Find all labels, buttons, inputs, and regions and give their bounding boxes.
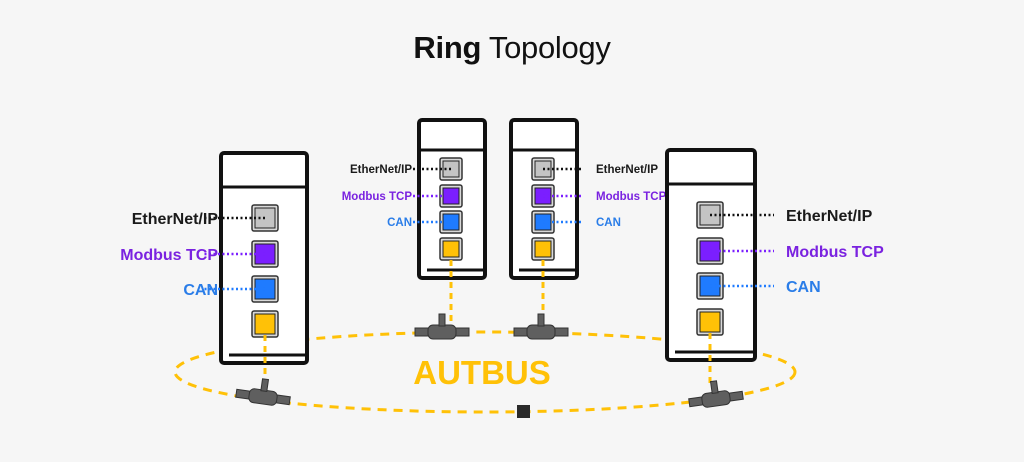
protocol-label: Modbus TCP bbox=[120, 247, 218, 264]
protocol-label: Modbus TCP bbox=[596, 191, 667, 203]
t-connector bbox=[688, 380, 744, 408]
protocol-label: EtherNet/IP bbox=[132, 211, 219, 228]
t-connector bbox=[414, 313, 470, 340]
device-4: EtherNet/IP Modbus TCP CAN bbox=[665, 148, 884, 388]
title-regular: Topology bbox=[488, 30, 611, 65]
t-connector bbox=[235, 378, 291, 406]
autbus-label: AUTBUS bbox=[413, 354, 551, 391]
protocol-label: EtherNet/IP bbox=[350, 164, 412, 176]
title-bold: Ring bbox=[413, 30, 482, 65]
protocol-label: CAN bbox=[786, 279, 821, 296]
device-1: EtherNet/IP Modbus TCP CAN bbox=[120, 151, 309, 388]
protocol-label: CAN bbox=[183, 282, 218, 299]
protocol-label: EtherNet/IP bbox=[786, 208, 873, 225]
protocol-label: EtherNet/IP bbox=[596, 164, 658, 176]
t-connectors bbox=[235, 313, 744, 408]
diagram-title: Ring Topology bbox=[0, 30, 1024, 66]
t-connector bbox=[513, 313, 569, 340]
protocol-label: Modbus TCP bbox=[342, 191, 413, 203]
ring-terminator bbox=[517, 405, 530, 418]
protocol-label: Modbus TCP bbox=[786, 244, 884, 261]
device-3: EtherNet/IP Modbus TCP CAN bbox=[509, 118, 667, 323]
protocol-label: CAN bbox=[596, 217, 621, 229]
device-2: EtherNet/IP Modbus TCP CAN bbox=[342, 118, 487, 323]
protocol-label: CAN bbox=[387, 217, 412, 229]
autbus-ring bbox=[173, 330, 797, 414]
